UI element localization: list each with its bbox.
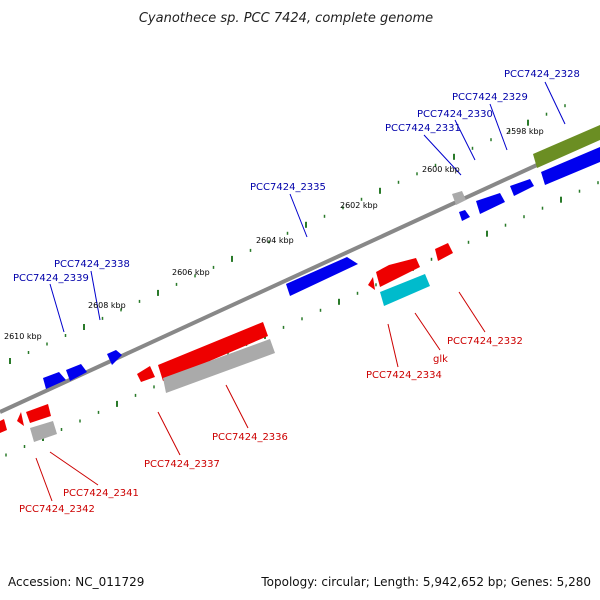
leader-2328 <box>544 81 566 125</box>
leader-2332 <box>458 291 486 333</box>
gene-label-2334[interactable]: PCC7424_2334 <box>366 370 442 381</box>
gene-label-2337[interactable]: PCC7424_2337 <box>144 459 220 470</box>
gene-2338-feature[interactable] <box>107 350 122 365</box>
accession-text: Accession: NC_011729 <box>8 575 144 589</box>
gene-features <box>0 125 600 442</box>
gene-2328-feature[interactable] <box>533 125 600 168</box>
gene-2332-feature[interactable] <box>435 243 453 261</box>
gene-2334-marker[interactable] <box>368 277 375 290</box>
leader-glk <box>414 312 441 351</box>
leader-2341 <box>49 451 99 486</box>
kbp-label: 2608 kbp <box>88 301 126 310</box>
leader-2337 <box>157 411 181 456</box>
gene-label-2341[interactable]: PCC7424_2341 <box>63 488 139 499</box>
gene-2331-rna[interactable] <box>452 191 466 205</box>
gene-2336-feature[interactable] <box>158 322 268 381</box>
reverse-gene-labels: PCC7424_2332 glk PCC7424_2334 PCC7424_23… <box>19 336 523 515</box>
leader-2336 <box>225 384 249 429</box>
gene-2339a-feature[interactable] <box>66 364 87 381</box>
leader-2338 <box>90 270 101 321</box>
gene-label-2331[interactable]: PCC7424_2331 <box>385 123 461 134</box>
gene-2339b-feature[interactable] <box>43 372 66 389</box>
gene-label-2336[interactable]: PCC7424_2336 <box>212 432 288 443</box>
gene-2329-feature[interactable] <box>541 147 600 185</box>
leader-2342 <box>35 457 53 502</box>
gene-2336-rna[interactable] <box>163 339 275 393</box>
forward-gene-labels: PCC7424_2328 PCC7424_2329 PCC7424_2330 P… <box>13 69 580 284</box>
leader-2330 <box>454 119 476 161</box>
gene-label-glk[interactable]: glk <box>433 354 448 365</box>
gene-2330-feature[interactable] <box>510 179 534 196</box>
kbp-label: 2600 kbp <box>422 165 460 174</box>
gene-label-2330[interactable]: PCC7424_2330 <box>417 109 493 120</box>
gene-glk-feature[interactable] <box>380 274 430 306</box>
gene-2331b-feature[interactable] <box>459 210 470 221</box>
gene-2341-marker[interactable] <box>17 412 24 426</box>
kbp-labels: 2598 kbp 2600 kbp 2602 kbp 2604 kbp 2606… <box>4 127 544 341</box>
kbp-label: 2610 kbp <box>4 332 42 341</box>
gene-2337-feature[interactable] <box>137 366 155 382</box>
gene-label-2329[interactable]: PCC7424_2329 <box>452 92 528 103</box>
gene-2331a-feature[interactable] <box>476 193 505 214</box>
kbp-label: 2604 kbp <box>256 236 294 245</box>
gene-2341-rna[interactable] <box>30 421 57 442</box>
leader-2335 <box>289 193 308 238</box>
gene-label-2328[interactable]: PCC7424_2328 <box>504 69 580 80</box>
map-title: Cyanothece sp. PCC 7424, complete genome <box>139 11 433 26</box>
gene-2335-feature[interactable] <box>286 257 358 296</box>
gene-2334-feature[interactable] <box>376 258 420 287</box>
gene-label-2335[interactable]: PCC7424_2335 <box>250 182 326 193</box>
leader-2334 <box>387 323 399 368</box>
kbp-label: 2598 kbp <box>506 127 544 136</box>
gene-label-2339[interactable]: PCC7424_2339 <box>13 273 89 284</box>
summary-text: Topology: circular; Length: 5,942,652 bp… <box>260 575 591 589</box>
gene-label-2338[interactable]: PCC7424_2338 <box>54 259 130 270</box>
tick-track <box>5 104 599 457</box>
kbp-label: 2606 kbp <box>172 268 210 277</box>
label-leaders <box>35 81 566 502</box>
gene-label-2342[interactable]: PCC7424_2342 <box>19 504 95 515</box>
leader-2331 <box>423 134 462 176</box>
leader-2329 <box>489 103 508 151</box>
gene-2342-feature[interactable] <box>0 419 7 433</box>
genome-backbone <box>0 134 600 414</box>
leader-2339 <box>49 283 65 333</box>
gene-label-2332[interactable]: PCC7424_2332 <box>447 336 523 347</box>
gene-2341-feature[interactable] <box>26 404 51 423</box>
kbp-label: 2602 kbp <box>340 201 378 210</box>
